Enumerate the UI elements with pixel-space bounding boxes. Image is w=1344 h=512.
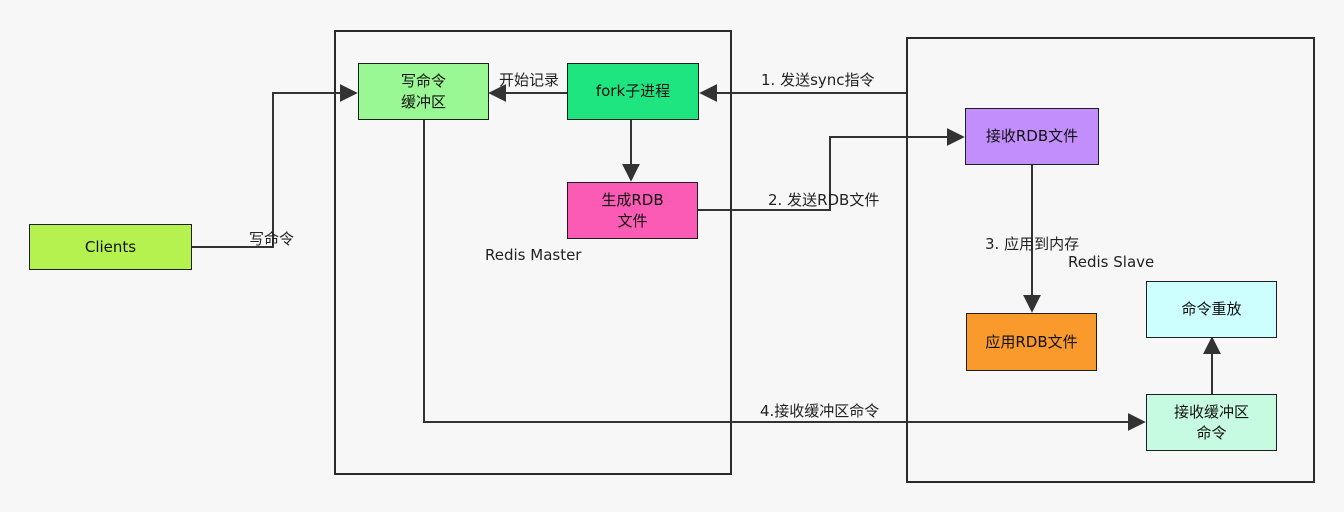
generate-rdb-node: 生成RDB 文件	[567, 182, 698, 239]
apply-rdb-node: 应用RDB文件	[966, 313, 1097, 371]
send-rdb-label: 2. 发送RDB文件	[768, 191, 880, 209]
send-sync-label: 1. 发送sync指令	[761, 71, 875, 89]
write-buffer-node: 写命令 缓冲区	[358, 63, 489, 120]
redis-master-label: Redis Master	[485, 246, 582, 264]
clients-node: Clients	[29, 224, 192, 270]
fork-process-node: fork子进程	[567, 63, 699, 120]
write-command-label: 写命令	[249, 230, 295, 248]
receive-rdb-node: 接收RDB文件	[965, 108, 1099, 165]
receive-buffer-command-label: 4.接收缓冲区命令	[760, 402, 880, 420]
edge-send-rdb	[698, 128, 965, 211]
redis-slave-label: Redis Slave	[1068, 253, 1155, 271]
edge-write-command	[192, 84, 358, 248]
command-replay-node: 命令重放	[1146, 281, 1277, 338]
start-record-label: 开始记录	[499, 71, 560, 89]
receive-buffer-node: 接收缓冲区 命令	[1146, 394, 1277, 451]
redis-master-frame	[334, 30, 732, 475]
redis-slave-frame	[906, 37, 1315, 483]
apply-memory-label: 3. 应用到内存	[985, 235, 1080, 253]
edge-recv-buffer-command	[423, 120, 1146, 431]
